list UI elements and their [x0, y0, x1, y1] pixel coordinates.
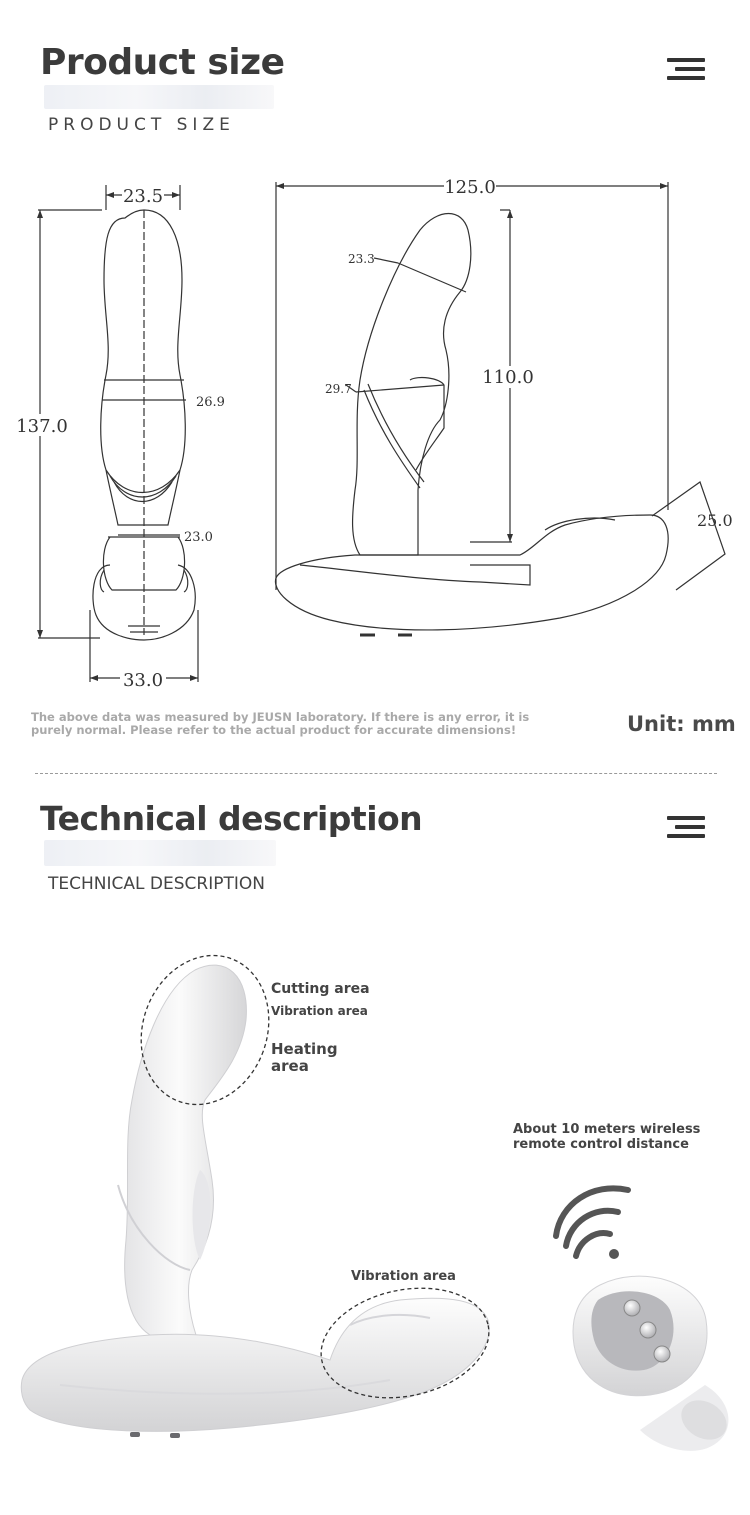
title-shadow-decoration-2	[44, 840, 276, 866]
label-remote-distance: About 10 meters wireless remote control …	[513, 1122, 701, 1152]
mode-icon[interactable]	[639, 1321, 657, 1339]
wifi-icon	[553, 1185, 631, 1259]
dim-tail-thickness: 25.0	[697, 511, 733, 530]
hamburger-icon-2[interactable]	[667, 816, 705, 843]
dim-base-width: 33.0	[123, 670, 163, 691]
dim-width-mid: 26.9	[196, 395, 225, 410]
remote-control	[572, 1275, 729, 1451]
unit-label: Unit: mm	[627, 712, 736, 736]
dim-width-neck: 23.0	[184, 530, 213, 545]
product-body	[20, 964, 490, 1438]
dim-tip-thickness: 23.3	[348, 252, 375, 266]
dimension-drawing: 23.5 26.9 23.0 137.0 33.0 125.0 23.3 29.…	[14, 176, 733, 692]
hamburger-icon[interactable]	[667, 58, 705, 85]
technical-description-subtitle: TECHNICAL DESCRIPTION	[48, 874, 265, 894]
label-cutting-area: Cutting area	[271, 981, 370, 997]
label-heating-area: Heating area	[271, 1040, 338, 1075]
dim-width-top: 23.5	[123, 186, 163, 207]
measurement-note: The above data was measured by JEUSN lab…	[31, 710, 530, 737]
product-illustration	[20, 954, 729, 1451]
power-icon[interactable]	[623, 1299, 641, 1317]
side-view-outline	[274, 213, 669, 637]
product-size-subtitle: PRODUCT SIZE	[48, 115, 235, 135]
dim-insert-height: 110.0	[482, 367, 534, 388]
label-vibration-area-top: Vibration area	[271, 1004, 368, 1018]
dim-height-total: 137.0	[16, 416, 68, 437]
product-size-title: Product size	[40, 42, 285, 83]
section-divider	[35, 773, 717, 774]
tail-area-highlight	[320, 1287, 490, 1399]
dim-length-side: 125.0	[444, 177, 496, 198]
label-vibration-area-bottom: Vibration area	[351, 1269, 456, 1284]
dim-shaft-thickness: 29.7	[325, 382, 352, 396]
front-view-outline	[92, 209, 196, 641]
technical-description-title: Technical description	[40, 799, 423, 838]
heat-icon[interactable]	[653, 1345, 671, 1363]
title-shadow-decoration	[44, 85, 274, 109]
